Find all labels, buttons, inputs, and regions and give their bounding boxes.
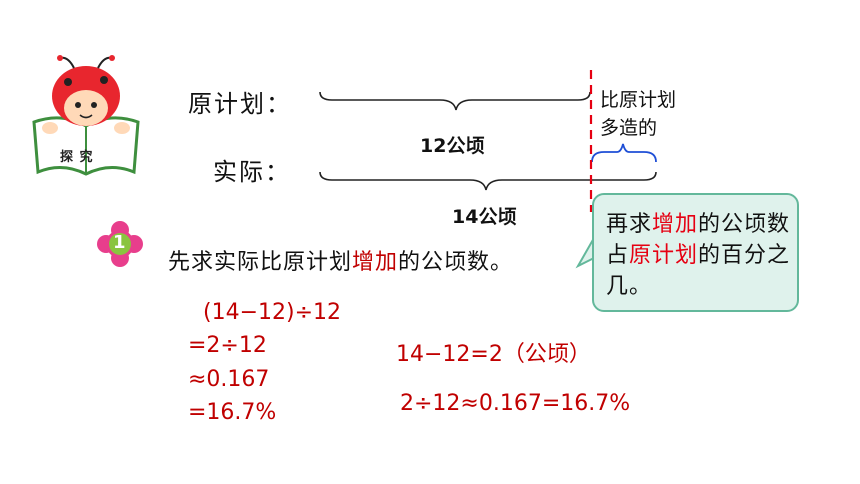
- plan-value: 12公顷: [420, 135, 485, 157]
- method2-line2: 2÷12≈0.167=16.7%: [400, 391, 631, 416]
- hint-callout: 再求增加的公顷数占原计划的百分之几。: [592, 193, 799, 312]
- actual-brace: [319, 171, 657, 191]
- extra-label-line2: 多造的: [600, 117, 658, 139]
- plan-brace: [319, 91, 591, 111]
- callout-tail: [575, 237, 595, 269]
- mascot-icon: [32, 55, 140, 176]
- callout-part1: 再求: [606, 212, 653, 237]
- callout-text: 再求增加的公顷数占原计划的百分之几。: [606, 209, 794, 302]
- method1-line3: ≈0.167: [188, 367, 270, 392]
- callout-part5: 的百分之几。: [606, 243, 791, 299]
- callout-part3: 的公顷数占: [606, 212, 791, 268]
- step1-text-suffix: 的公顷数。: [398, 250, 514, 275]
- method2-line1: 14−12=2（公顷）: [396, 342, 591, 367]
- step1-text: 先求实际比原计划增加的公顷数。: [168, 244, 513, 276]
- plan-label: 原计划：: [188, 90, 292, 118]
- method1-line2: =2÷12: [188, 333, 267, 358]
- step-number: 1: [113, 232, 126, 253]
- step-flower-icon: [97, 221, 143, 267]
- extra-brace: [591, 143, 657, 163]
- actual-value: 14公顷: [452, 206, 517, 228]
- mascot-badge: 探 究: [60, 150, 94, 165]
- method1-line1: (14−12)÷12: [203, 300, 342, 325]
- actual-label: 实际：: [213, 158, 291, 186]
- callout-part2: 增加: [652, 212, 699, 237]
- step1-text-prefix: 先求实际比原计划: [168, 250, 353, 275]
- step1-text-highlight: 增加: [352, 250, 399, 275]
- method1-line4: =16.7%: [188, 400, 277, 425]
- extra-label-line1: 比原计划: [600, 89, 677, 111]
- callout-part4: 原计划: [629, 243, 699, 268]
- extra-label: 比原计划 多造的: [600, 86, 676, 142]
